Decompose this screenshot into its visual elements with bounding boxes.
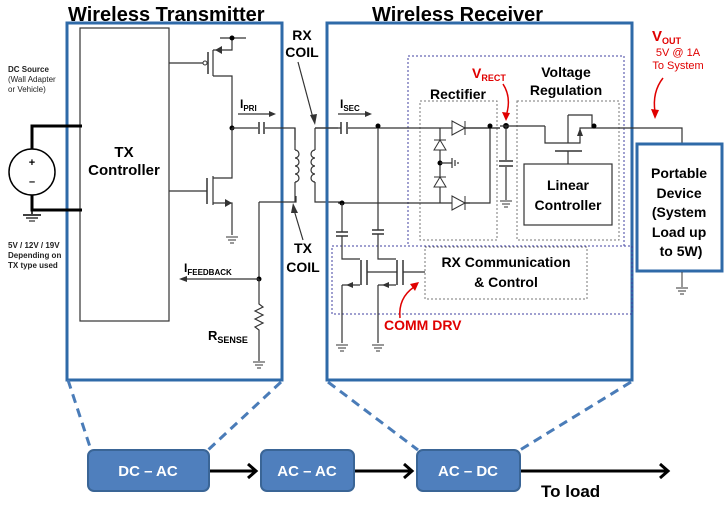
- flow-diagram: DC – AC AC – AC AC – DC To load: [87, 449, 671, 501]
- flow-block-ac-ac: [260, 449, 355, 492]
- svg-text:+: +: [29, 157, 35, 169]
- rx-comm-label-1: RX Communication: [441, 254, 570, 270]
- rx-coil-label-1: RX: [292, 27, 312, 43]
- voltage-regulation-label-1: Voltage: [541, 64, 591, 80]
- tx-controller-label-2: Controller: [88, 162, 160, 179]
- vout-line3: To System: [652, 60, 703, 72]
- comm-drv-label: COMM DRV: [384, 317, 462, 333]
- comm-region: [331, 245, 633, 315]
- dc-source-line2: (Wall Adapter: [8, 75, 56, 84]
- rx-wiring: [315, 114, 683, 352]
- voltage-regulation-label-2: Regulation: [530, 82, 602, 98]
- voltage-regulation-box: [516, 100, 620, 241]
- zoom-line: [519, 380, 632, 452]
- rsense-label: RSENSE: [208, 328, 248, 345]
- zoom-line: [327, 380, 419, 452]
- flow-block-ac-dc-label: AC – DC: [438, 463, 498, 480]
- tx-controller-label-1: TX: [114, 144, 133, 161]
- vout-line2: 5V @ 1A: [656, 47, 701, 59]
- rx-comm-box: [424, 246, 588, 300]
- flow-block-ac-ac-label: AC – AC: [277, 463, 337, 480]
- to-load-label: To load: [541, 482, 600, 501]
- ground-icon: [336, 344, 348, 352]
- flow-block-dc-ac: [87, 449, 210, 492]
- tx-controller-box: [79, 27, 170, 322]
- ipri-label: IPRI: [240, 97, 257, 113]
- zoom-line: [206, 380, 283, 452]
- zoom-line: [66, 379, 93, 451]
- linear-controller-label-2: Controller: [535, 197, 602, 213]
- dc-source: DC Source (Wall Adapter or Vehicle) + – …: [8, 65, 82, 270]
- rx-coil-label-2: COIL: [285, 44, 319, 60]
- tx-coil-label-2: COIL: [286, 259, 320, 275]
- ground-icon: [23, 210, 41, 222]
- voltage-source-icon: [8, 148, 56, 196]
- flow-arrow: [210, 462, 259, 480]
- rx-comm-label-2: & Control: [474, 274, 538, 290]
- tx-coil-label-1: TX: [294, 240, 313, 256]
- flow-arrow: [355, 462, 415, 480]
- receiver-frame: [325, 21, 634, 382]
- dc-voltage-line1: 5V / 12V / 19V: [8, 241, 60, 250]
- coupled-coils: RX COIL TX COIL: [285, 27, 342, 275]
- ifeedback-label: IFEEDBACK: [184, 261, 232, 277]
- ground-icon: [676, 272, 688, 295]
- rectifier-label: Rectifier: [430, 86, 487, 102]
- dc-source-title: DC Source: [8, 65, 49, 74]
- portable-device-box: [635, 142, 724, 273]
- transmitter-title: Wireless Transmitter: [68, 4, 265, 26]
- rectifier-box: [419, 100, 498, 241]
- vout-label: VOUT: [652, 28, 682, 46]
- dc-voltage-line2: Depending on: [8, 251, 61, 260]
- rsense-resistor: [253, 279, 265, 361]
- flow-block-ac-dc: [416, 449, 521, 492]
- flow-block-dc-ac-label: DC – AC: [118, 463, 178, 480]
- ground-icon: [372, 344, 384, 352]
- ground-icon: [226, 236, 238, 244]
- flow-arrow: [521, 462, 671, 480]
- dc-voltage-line3: TX type used: [8, 261, 58, 270]
- linear-controller-box: [523, 163, 613, 226]
- tx-bridge: IPRI IFEEDBACK RSENSE: [169, 35, 297, 369]
- vrect-label: VRECT: [472, 65, 506, 83]
- svg-text:–: –: [29, 176, 35, 188]
- linear-controller-label-1: Linear: [547, 177, 590, 193]
- portable-device-label: Portable Device (System Load up to 5W): [651, 165, 711, 259]
- ground-icon: [253, 361, 265, 369]
- receiver-title: Wireless Receiver: [372, 4, 543, 26]
- isec-label: ISEC: [340, 97, 360, 113]
- dc-source-line3: or Vehicle): [8, 85, 46, 94]
